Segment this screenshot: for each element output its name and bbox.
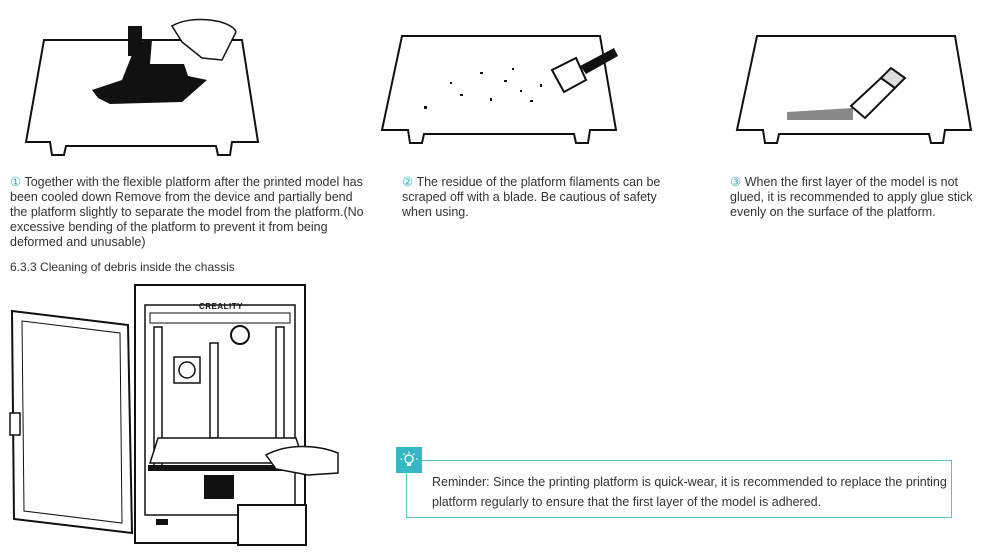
step-3-caption: ③ When the first layer of the model is n…	[730, 175, 992, 220]
section-heading: 6.3.3 Cleaning of debris inside the chas…	[10, 260, 235, 274]
platform-removal-illustration	[24, 18, 260, 156]
step-1-caption: ① Together with the flexible platform af…	[10, 175, 365, 250]
step-1-text: Together with the flexible platform afte…	[10, 175, 364, 249]
printer-chassis-illustration	[9, 284, 339, 546]
step-2-text: The residue of the platform filaments ca…	[402, 175, 661, 219]
glue-stick-illustration	[735, 35, 973, 144]
step-3-text: When the first layer of the model is not…	[730, 175, 973, 219]
printer-brand-logo: CREALITY	[199, 302, 243, 311]
step-1-number: ①	[10, 175, 22, 189]
lightbulb-icon	[400, 451, 418, 466]
step-2-caption: ② The residue of the platform filaments …	[402, 175, 672, 220]
tip-badge	[396, 447, 422, 473]
reminder-box: Reminder: Since the printing platform is…	[406, 460, 952, 518]
step-3-number: ③	[730, 175, 742, 189]
scraper-cleaning-illustration	[380, 35, 618, 144]
step-2-number: ②	[402, 175, 414, 189]
reminder-text: Reminder: Since the printing platform is…	[432, 475, 947, 509]
